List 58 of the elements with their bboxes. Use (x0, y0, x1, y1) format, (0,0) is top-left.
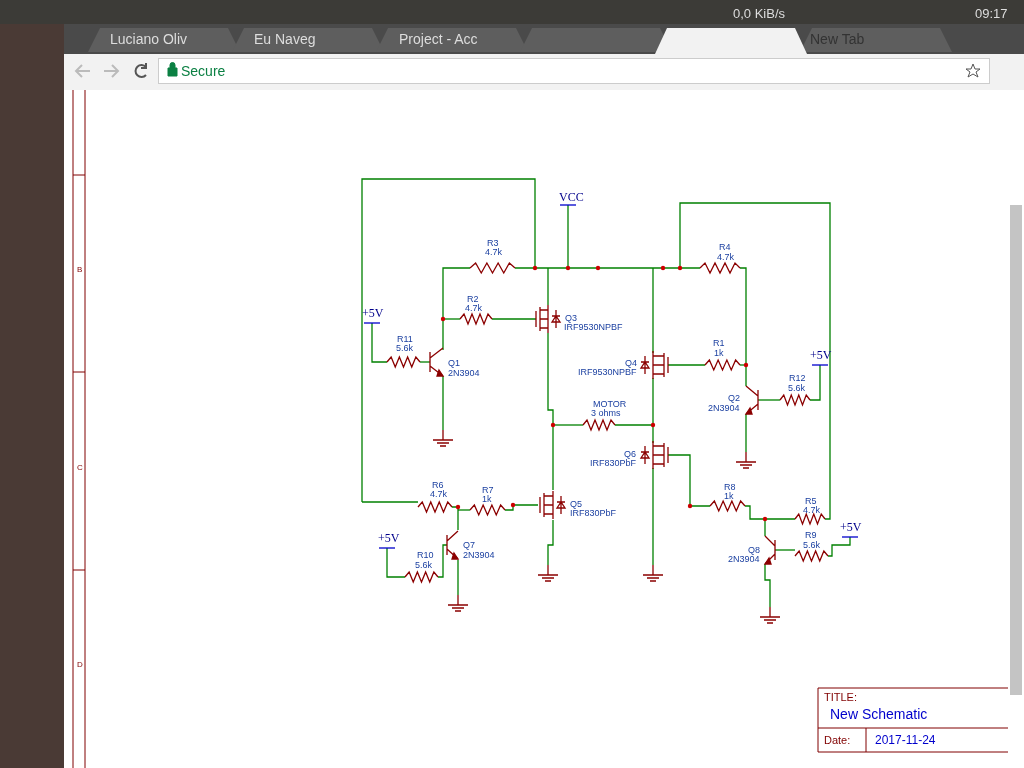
component-name: R12 (789, 374, 806, 383)
component-name: R4 (719, 243, 731, 252)
component-name: Q6 (624, 450, 636, 459)
component-value: 5.6k (788, 384, 805, 393)
component-value: 2N3904 (708, 404, 740, 413)
network-speed: 0,0 KiB/s (733, 7, 786, 20)
date-value: 2017-11-24 (875, 734, 936, 746)
power-label: +5V (840, 521, 862, 533)
component-name: Q5 (570, 500, 582, 509)
component-name: R1 (713, 339, 725, 348)
component-value: 5.6k (803, 541, 820, 550)
grid-zone-letter: B (77, 266, 83, 274)
component-value: 4.7k (803, 506, 820, 515)
tab-title: Eu Naveg (254, 32, 316, 46)
component-value: 4.7k (465, 304, 482, 313)
grid-zone-letter: C (77, 464, 83, 472)
security-status: Secure (181, 64, 226, 78)
component-name: R2 (467, 295, 479, 304)
component-name: Q2 (728, 394, 740, 403)
component-value: 5.6k (415, 561, 432, 570)
field-label: Date: (824, 735, 851, 746)
component-name: R11 (397, 335, 413, 344)
component-value: 4.7k (717, 253, 734, 262)
component-value: 5.6k (396, 344, 413, 353)
component-name: Q1 (448, 359, 460, 368)
component-name: MOTOR (593, 400, 627, 409)
component-value: 1k (482, 495, 492, 504)
power-label: VCC (559, 191, 584, 203)
component-name: R3 (487, 239, 499, 248)
component-name: R10 (417, 551, 434, 560)
schematic-title: New Schematic (830, 707, 928, 721)
clock-time: 09:17 (975, 7, 1008, 20)
component-value: IRF830PbF (590, 459, 637, 468)
component-value: 2N3904 (448, 369, 480, 378)
component-name: Q3 (565, 314, 577, 323)
component-name: R9 (805, 531, 817, 540)
component-name: R5 (805, 497, 817, 506)
component-name: Q4 (625, 359, 637, 368)
tab-title: Project - Acc (399, 32, 478, 46)
component-name: Q7 (463, 541, 475, 550)
component-name: Q8 (748, 546, 760, 555)
component-value: 4.7k (430, 490, 447, 499)
component-value: 1k (724, 492, 734, 501)
power-label: +5V (378, 532, 400, 544)
component-value: IRF830PbF (570, 509, 617, 518)
component-value: 2N3904 (463, 551, 495, 560)
component-value: 3 ohms (591, 409, 621, 418)
tab-title: Luciano Oliv (110, 32, 188, 46)
component-value: 4.7k (485, 248, 502, 257)
component-name: R6 (432, 481, 444, 490)
component-name: R7 (482, 486, 494, 495)
component-value: IRF9530NPBF (578, 368, 637, 377)
component-value: 1k (714, 349, 724, 358)
grid-zone-letter: D (77, 661, 83, 669)
field-label: TITLE: (824, 692, 857, 703)
component-value: 2N3904 (728, 555, 760, 564)
component-value: IRF9530NPBF (564, 323, 623, 332)
component-name: R8 (724, 483, 736, 492)
